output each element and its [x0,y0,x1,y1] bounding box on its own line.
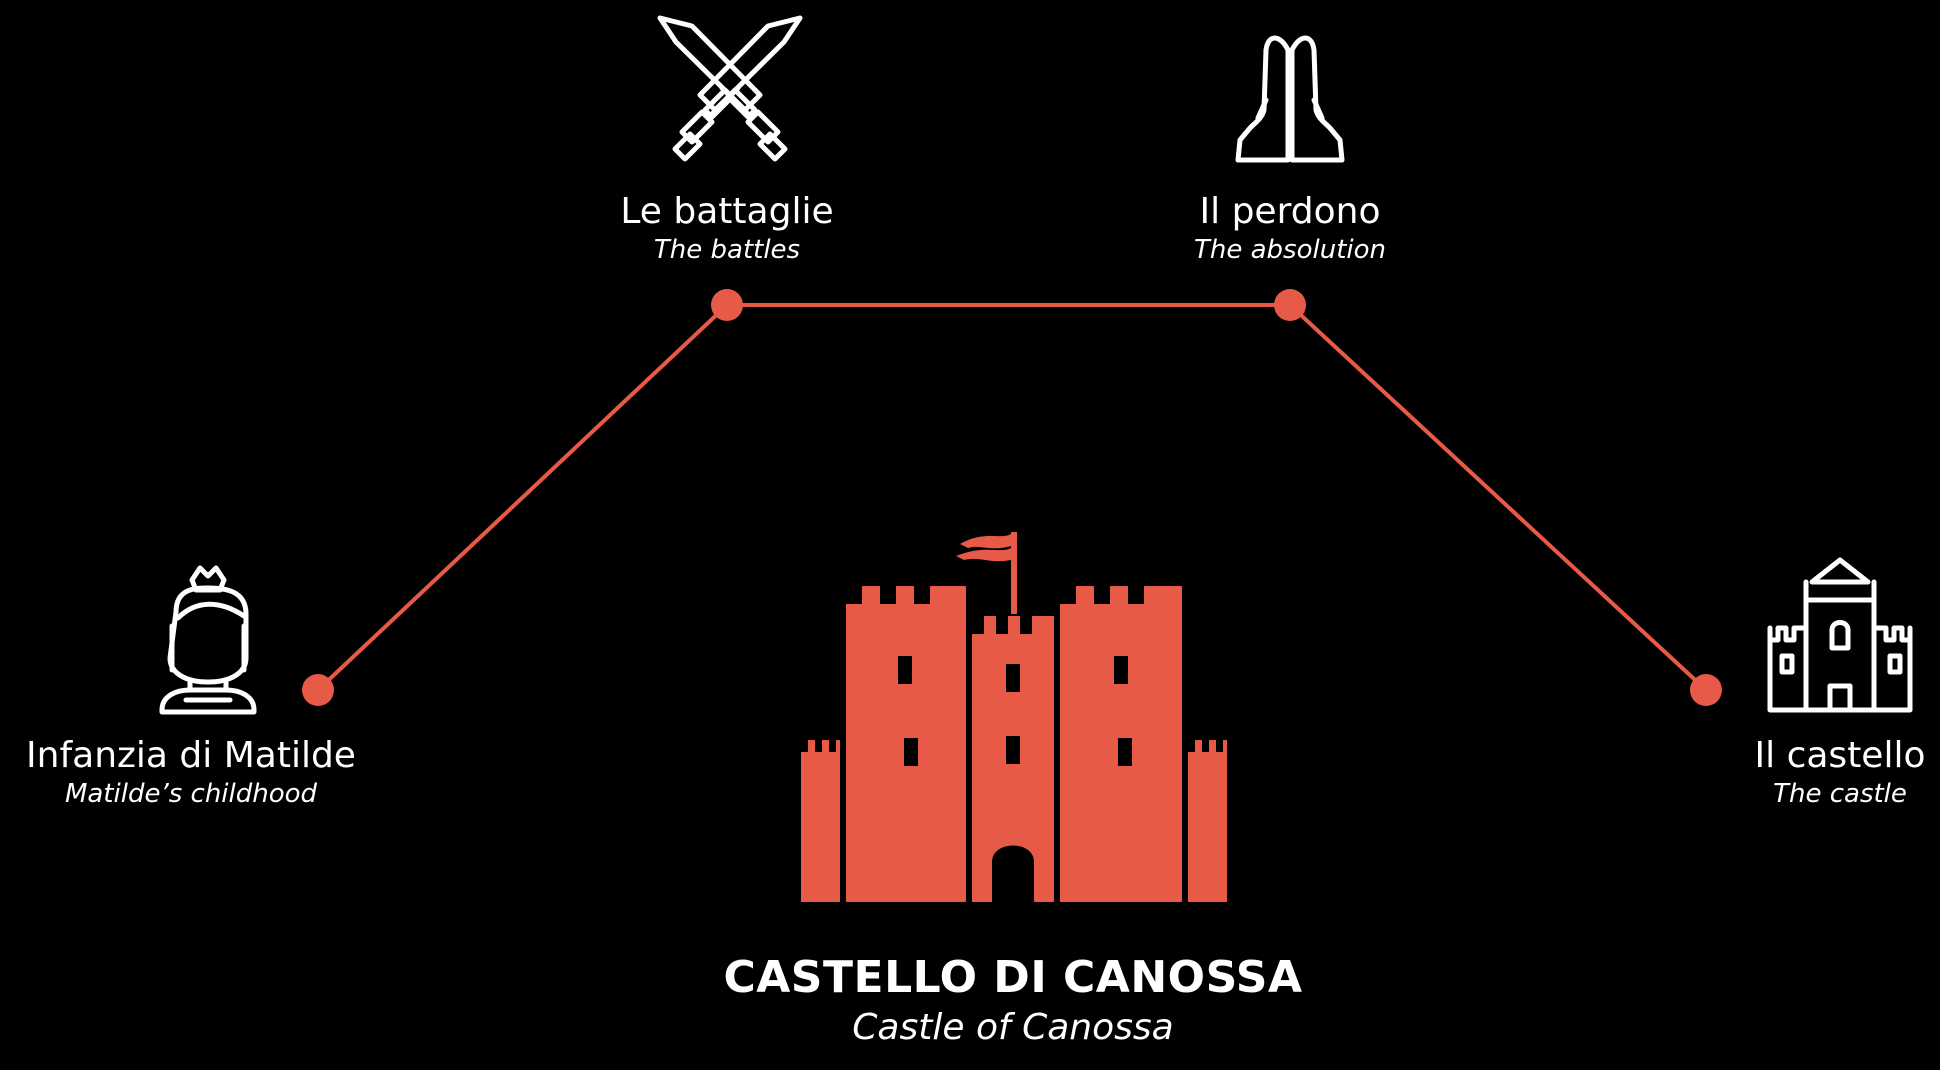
node-dot-castle[interactable] [1690,674,1722,706]
node-title: Il castello [1754,735,1926,776]
node-label-battles: Le battaglie The battles [620,190,833,266]
node-dot-childhood[interactable] [302,674,334,706]
node-dot-battles[interactable] [711,289,743,321]
praying-hands-icon [1235,35,1345,163]
node-subtitle: The absolution [1193,235,1387,265]
crossed-swords-icon [657,15,803,162]
castle-icon [1767,557,1913,713]
center-title-block: CASTELLO DI CANOSSA Castle of Canossa [723,950,1302,1050]
node-label-childhood: Infanzia di Matilde Matilde’s childhood [26,734,356,810]
castle-windows [898,656,1132,902]
timeline-connector [316,303,1708,692]
node-label-castle: Il castello The castle [1755,734,1926,810]
princess-icon [159,565,257,715]
castle-gate [992,845,1034,902]
node-subtitle: Matilde’s childhood [64,779,318,809]
node-title: Il perdono [1199,191,1381,232]
node-label-absolution: Il perdono The absolution [1194,190,1386,266]
node-subtitle: The castle [1773,779,1907,809]
center-title: CASTELLO DI CANOSSA [723,952,1303,1003]
center-subtitle: Castle of Canossa [852,1007,1174,1048]
node-dot-absolution[interactable] [1274,289,1306,321]
node-title: Le battaglie [620,191,834,232]
node-subtitle: The battles [653,235,801,265]
node-title: Infanzia di Matilde [26,735,356,776]
